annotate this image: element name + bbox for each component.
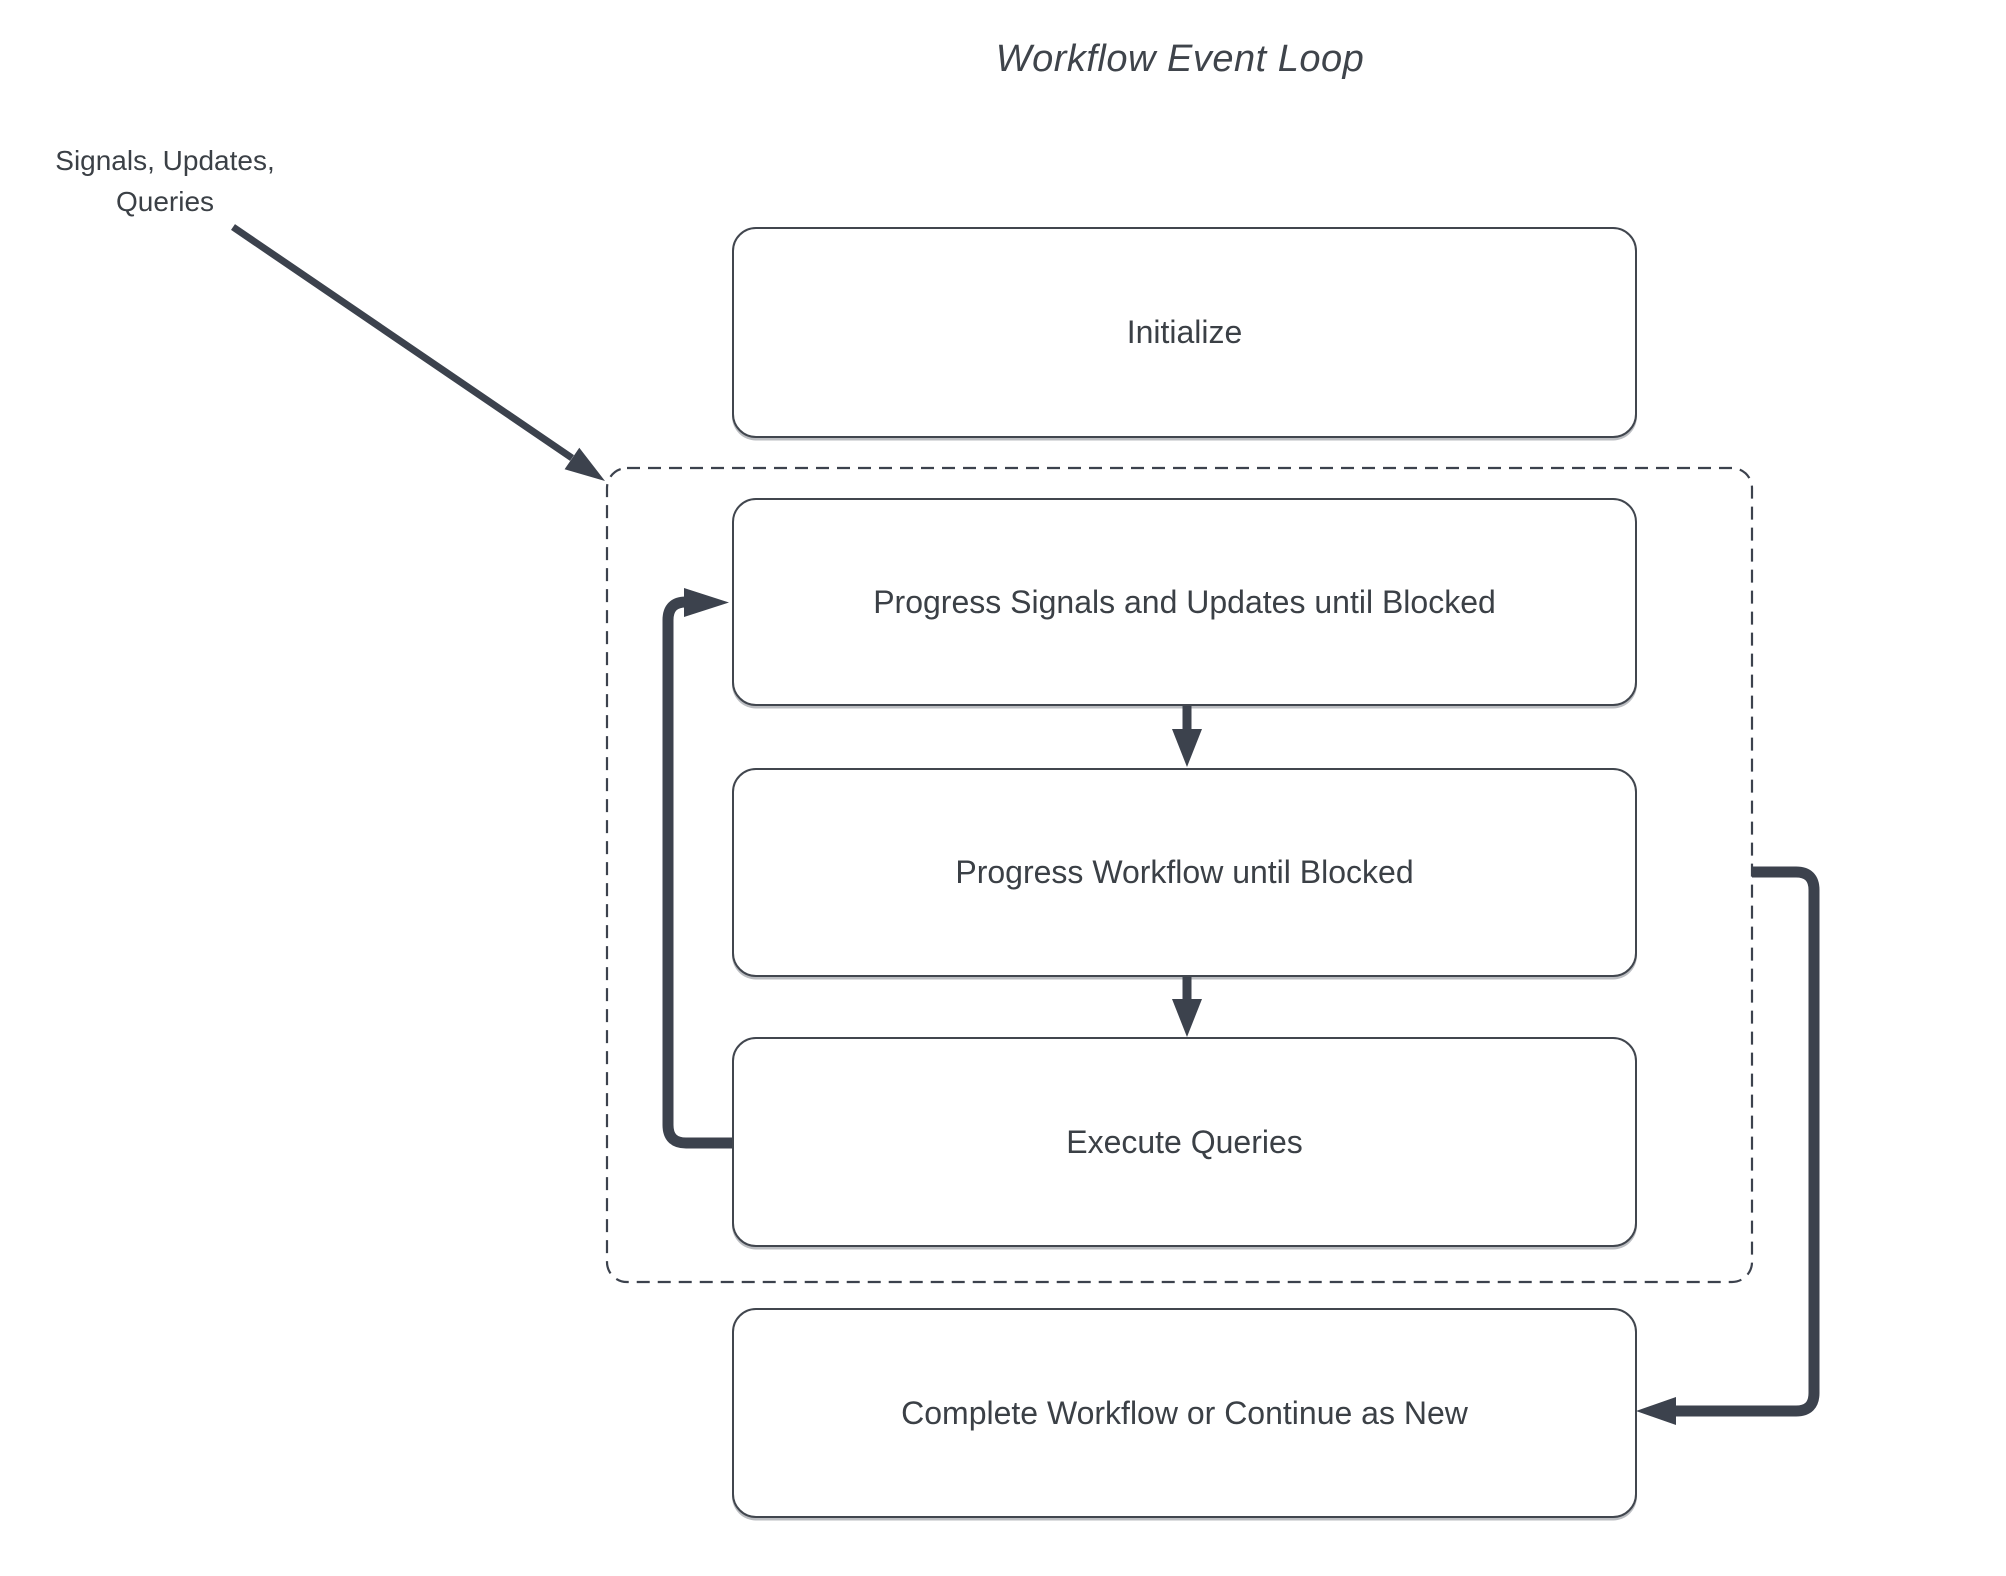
node-progress-signals: Progress Signals and Updates until Block…: [732, 498, 1637, 706]
signals-arrow: [231, 224, 605, 481]
node-execute-queries-label: Execute Queries: [1066, 1123, 1303, 1160]
node-progress-workflow: Progress Workflow until Blocked: [732, 768, 1637, 977]
node-initialize: Initialize: [732, 227, 1637, 438]
exit-arrow: [1636, 866, 1820, 1425]
node-complete: Complete Workflow or Continue as New: [732, 1308, 1637, 1518]
node-progress-workflow-label: Progress Workflow until Blocked: [955, 854, 1414, 890]
node-execute-queries: Execute Queries: [732, 1037, 1637, 1247]
connector-arrow-signals-to-workflow: [1172, 706, 1202, 767]
loop-back-arrow: [662, 588, 732, 1149]
node-progress-signals-label: Progress Signals and Updates until Block…: [873, 583, 1496, 620]
node-initialize-label: Initialize: [1126, 314, 1243, 350]
node-complete-label: Complete Workflow or Continue as New: [901, 1394, 1468, 1431]
page-title: Workflow Event Loop: [995, 38, 1365, 80]
connector-arrow-workflow-to-queries: [1172, 977, 1202, 1037]
signals-updates-queries-label: Signals, Updates, Queries: [55, 145, 275, 217]
